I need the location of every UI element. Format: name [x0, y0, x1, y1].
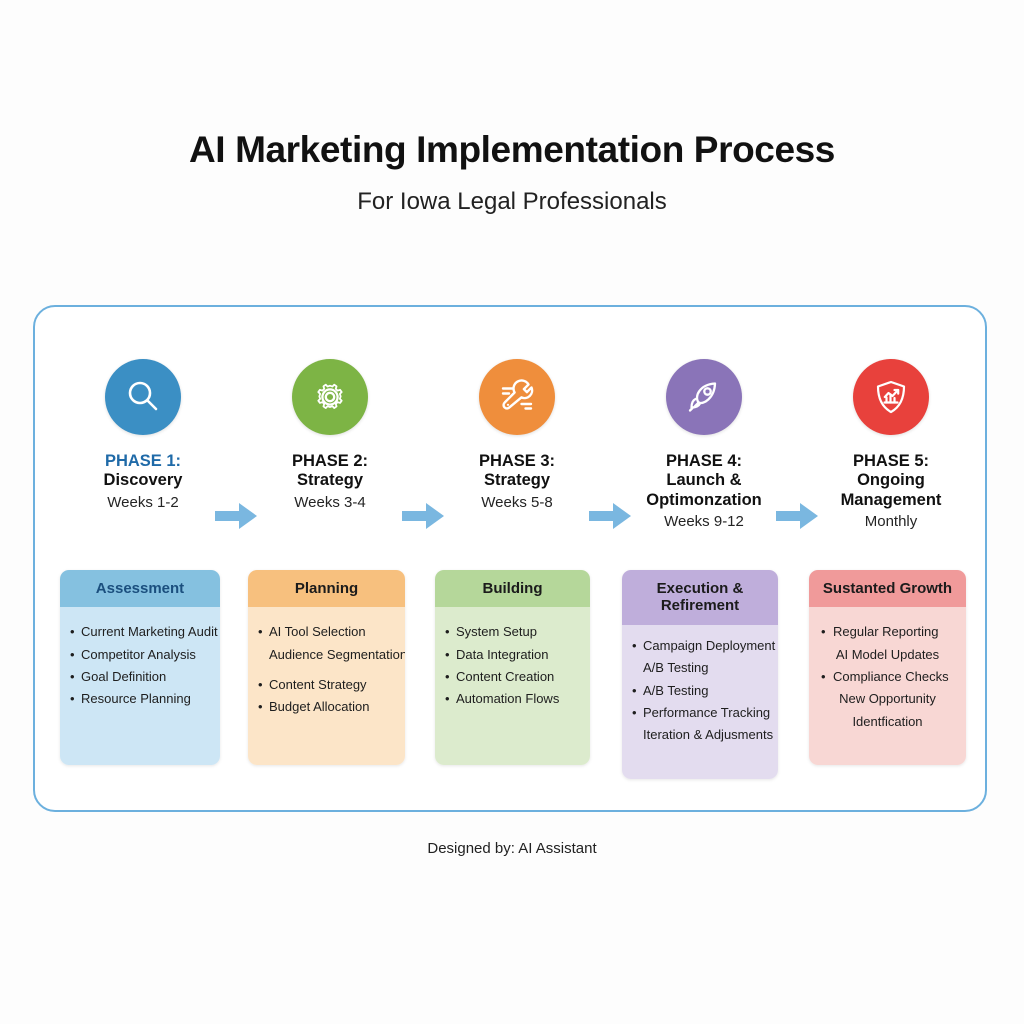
arrow-phase4-to-phase5-icon [776, 501, 820, 531]
list-item: A/B Testing [632, 680, 768, 703]
card-execution-title: Execution & Refirement [622, 570, 778, 625]
phase-item-strategy-1[interactable]: PHASE 2: Strategy Weeks 3-4 [250, 359, 410, 512]
phase-2-name: Strategy [296, 471, 364, 490]
arrow-phase3-to-phase4-icon [589, 501, 633, 531]
phase-5-icon-circle [853, 359, 929, 435]
list-item: Performance Tracking [632, 702, 770, 725]
gear-icon [308, 375, 352, 419]
card-assessment-title: Assessment [60, 570, 220, 608]
card-sustained-growth[interactable]: Sustanted Growth Regular Reporting AI Mo… [809, 570, 966, 766]
phase-1-duration: Weeks 1-2 [107, 493, 179, 511]
phase-1-icon-circle [105, 359, 181, 435]
phase-item-discovery[interactable]: PHASE 1: Discovery Weeks 1-2 [63, 359, 223, 512]
list-item: New Opportunity [839, 691, 936, 707]
card-planning-list: AI Tool Selection Audience Segmentation … [258, 621, 405, 719]
list-item: Current Marketing Audit [70, 621, 218, 644]
arrow-phase2-to-phase3-icon [402, 501, 446, 531]
footer-credit: Designed by: AI Assistant [427, 840, 597, 857]
shield-chart-icon [869, 375, 913, 419]
page-title: AI Marketing Implementation Process [188, 129, 835, 170]
magnifier-icon [121, 375, 165, 419]
phase-4-duration: Weeks 9-12 [664, 513, 744, 531]
phase-5-duration: Monthly [864, 513, 918, 531]
list-item: Iteration & Adjusments [643, 727, 774, 743]
process-diagram-container: PHASE 1: Discovery Weeks 1-2 PHASE 2: St… [33, 305, 987, 812]
list-item: A/B Testing [643, 660, 709, 676]
card-execution-list: Campaign Deployment A/B Testing A/B Test… [632, 635, 775, 747]
list-item: Identfication [852, 713, 923, 729]
list-item: AI Tool Selection [258, 621, 395, 644]
card-execution-body: Campaign Deployment A/B Testing A/B Test… [622, 624, 778, 779]
page-subtitle: For Iowa Legal Professionals [357, 187, 667, 215]
list-item: Budget Allocation [258, 696, 395, 719]
card-assessment-list: Current Marketing Audit Competitor Analy… [70, 621, 218, 711]
phase-3-name: Strategy [483, 471, 551, 490]
card-assessment-body: Current Marketing Audit Competitor Analy… [60, 607, 220, 766]
wrench-icon [495, 375, 539, 419]
list-item: Audience Segmentation [269, 646, 405, 662]
card-building-list: System Setup Data Integration Content Cr… [445, 621, 580, 711]
list-item: Campaign Deployment [632, 635, 775, 658]
card-execution-refinement[interactable]: Execution & Refirement Campaign Deployme… [622, 570, 778, 779]
card-building-title: Building [435, 570, 590, 608]
rocket-icon [682, 375, 726, 419]
phase-2-label: PHASE 2: [291, 452, 369, 470]
list-item: Content Creation [445, 666, 580, 689]
phase-2-icon-circle [292, 359, 368, 435]
list-item: AI Model Updates [835, 646, 940, 662]
list-item: Compliance Checks [819, 666, 956, 689]
phase-5-label: PHASE 5: [852, 452, 930, 470]
arrow-phase1-to-phase2-icon [215, 501, 259, 531]
phase-4-label: PHASE 4: [665, 452, 743, 470]
detail-cards-row: Assessment Current Marketing Audit Compe… [35, 570, 989, 780]
phase-3-duration: Weeks 5-8 [481, 493, 553, 511]
card-growth-title: Sustanted Growth [809, 570, 966, 608]
card-growth-list: Regular Reporting AI Model Updates Compl… [819, 621, 956, 733]
phase-3-label: PHASE 3: [478, 452, 556, 470]
card-planning-body: AI Tool Selection Audience Segmentation … [248, 607, 405, 766]
phase-row: PHASE 1: Discovery Weeks 1-2 PHASE 2: St… [35, 359, 989, 574]
page-header: AI Marketing Implementation Process For … [0, 129, 1024, 215]
phase-4-name: Launch & Optimonzation [646, 471, 762, 509]
card-planning[interactable]: Planning AI Tool Selection Audience Segm… [248, 570, 405, 766]
card-assessment[interactable]: Assessment Current Marketing Audit Compe… [60, 570, 220, 766]
list-item: System Setup [445, 621, 580, 644]
list-item: Data Integration [445, 644, 580, 667]
list-spacer [258, 666, 395, 674]
phase-item-strategy-2[interactable]: PHASE 3: Strategy Weeks 5-8 [437, 359, 597, 512]
phase-1-label: PHASE 1: [104, 452, 182, 470]
phase-5-name: Ongoing Management [840, 471, 942, 509]
card-building-body: System Setup Data Integration Content Cr… [435, 607, 590, 766]
list-item: Content Strategy [258, 674, 395, 697]
phase-2-duration: Weeks 3-4 [294, 493, 366, 511]
list-item: Regular Reporting [819, 621, 956, 644]
list-item: Automation Flows [445, 688, 580, 711]
phase-3-icon-circle [479, 359, 555, 435]
phase-1-name: Discovery [103, 471, 183, 490]
phase-item-launch-optimization[interactable]: PHASE 4: Launch & Optimonzation Weeks 9-… [624, 359, 784, 531]
card-building[interactable]: Building System Setup Data Integration C… [435, 570, 590, 766]
phase-item-ongoing-management[interactable]: PHASE 5: Ongoing Management Monthly [811, 359, 971, 531]
list-item: Competitor Analysis [70, 644, 210, 667]
card-planning-title: Planning [248, 570, 405, 608]
list-item: Resource Planning [70, 688, 210, 711]
list-item: Goal Definition [70, 666, 210, 689]
card-growth-body: Regular Reporting AI Model Updates Compl… [809, 607, 966, 766]
phase-4-icon-circle [666, 359, 742, 435]
